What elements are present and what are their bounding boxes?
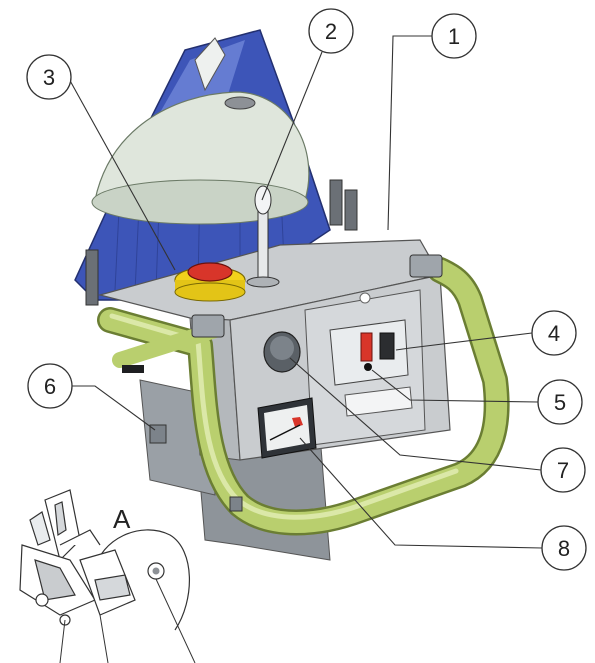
- callout-3-label: 3: [43, 65, 55, 90]
- panel-hole: [359, 292, 371, 304]
- callout-5-label: 5: [554, 390, 566, 415]
- right-post-1: [329, 179, 343, 226]
- callout-4: 4: [531, 310, 577, 356]
- leader-6: [70, 385, 156, 431]
- gauge-scale-red: [292, 417, 303, 427]
- callout-4-label: 4: [548, 321, 560, 346]
- leader-8: [299, 437, 543, 549]
- gauge-needle: [269, 424, 301, 441]
- callout-2-label: 2: [325, 19, 337, 44]
- callout-7-label: 7: [557, 458, 569, 483]
- callout-6: 6: [27, 363, 73, 409]
- detail-a-mechanism: [19, 489, 136, 626]
- leader-2: [261, 51, 323, 201]
- leader-4: [395, 332, 533, 351]
- black-handle-grip: [122, 365, 144, 373]
- callout-6-label: 6: [44, 374, 56, 399]
- callout-8-label: 8: [558, 536, 570, 561]
- right-clamp: [409, 254, 443, 278]
- callout-2: 2: [308, 8, 354, 54]
- emergency-button-bottom: [174, 282, 246, 302]
- callout-5: 5: [537, 379, 583, 425]
- detail-a-guide-1: [59, 619, 66, 663]
- breaker-red-toggle: [360, 332, 373, 362]
- indicator-dot: [364, 363, 372, 371]
- machine-illustration: [74, 29, 510, 561]
- emergency-button-red: [187, 262, 233, 282]
- leader-7: [289, 357, 542, 471]
- detail-a: A: [19, 489, 196, 663]
- gauge-face: [264, 405, 310, 451]
- callout-8: 8: [541, 525, 587, 571]
- leader-5: [371, 369, 539, 403]
- right-post-2: [344, 189, 358, 231]
- left-post: [85, 249, 99, 306]
- valve-base: [246, 276, 280, 288]
- callout-7: 7: [540, 447, 586, 493]
- rotary-knob-top: [270, 336, 294, 360]
- callout-1: 1: [431, 13, 477, 59]
- callout-3: 3: [26, 54, 72, 100]
- leader-3: [67, 76, 176, 271]
- tank-fin: [194, 37, 226, 92]
- detail-a-guide-2: [99, 614, 109, 663]
- leader-1: [387, 35, 432, 231]
- lower-latch: [229, 496, 243, 512]
- leader-lines: [67, 35, 543, 549]
- tank-cap: [224, 96, 256, 110]
- tank-dome-rim: [91, 179, 309, 225]
- detail-a-label: A: [113, 504, 131, 534]
- valve-top: [254, 185, 272, 215]
- detail-a-leader: [155, 578, 196, 663]
- left-clamp: [191, 314, 225, 338]
- callout-1-label: 1: [448, 24, 460, 49]
- detail-a-bolt-inner: [152, 567, 160, 575]
- panel-label-plate: [344, 386, 413, 417]
- breaker-switch: [379, 332, 395, 360]
- callouts: 1 2 3 4 5 6 7 8: [26, 8, 587, 571]
- detail-a-arc: [94, 529, 191, 631]
